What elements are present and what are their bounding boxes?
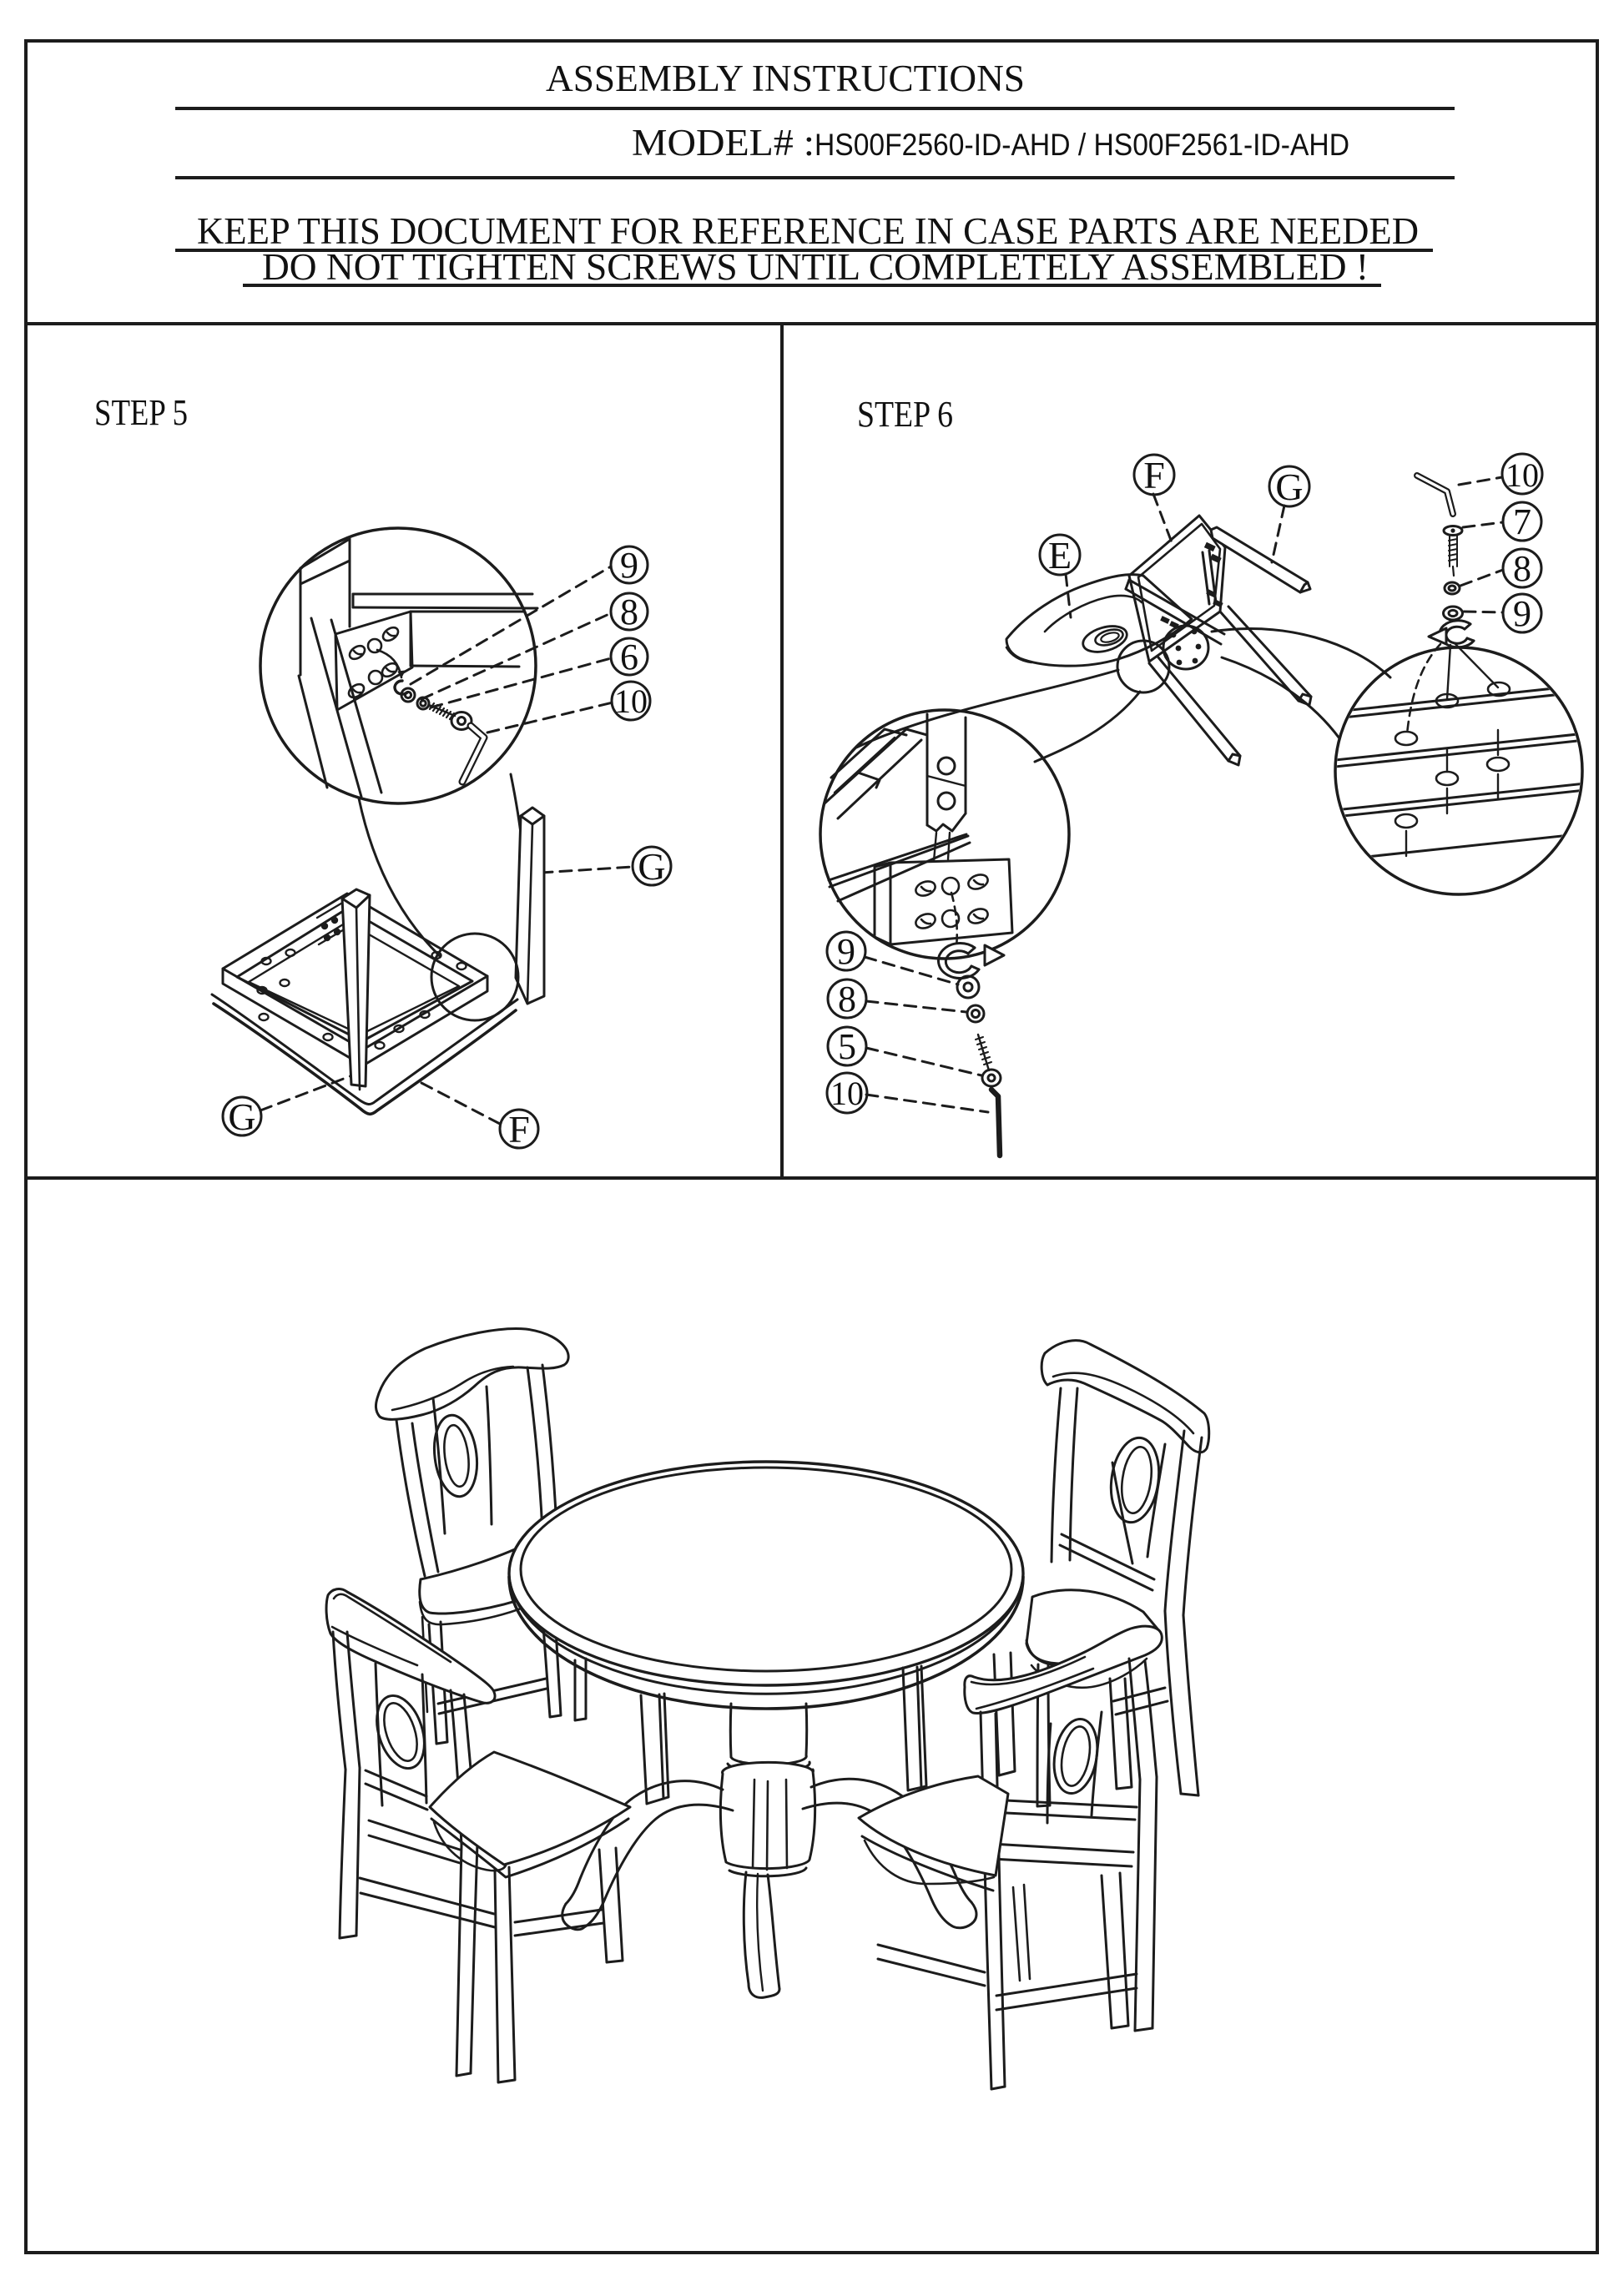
svg-text:STEP 5: STEP 5 bbox=[94, 392, 188, 433]
svg-text:DO NOT TIGHTEN SCREWS UNTIL CO: DO NOT TIGHTEN SCREWS UNTIL COMPLETELY A… bbox=[262, 246, 1369, 288]
svg-text:9: 9 bbox=[837, 931, 855, 972]
svg-text:8: 8 bbox=[620, 592, 638, 632]
svg-text:8: 8 bbox=[838, 979, 856, 1020]
svg-text:KEEP THIS DOCUMENT FOR REFEREN: KEEP THIS DOCUMENT FOR REFERENCE IN CASE… bbox=[197, 210, 1419, 252]
svg-text:E: E bbox=[1048, 534, 1072, 577]
svg-text:F: F bbox=[508, 1108, 530, 1151]
svg-text:G: G bbox=[1275, 466, 1303, 508]
svg-text:8: 8 bbox=[1513, 548, 1531, 589]
svg-text:10: 10 bbox=[614, 682, 648, 720]
svg-text:ASSEMBLY INSTRUCTIONS: ASSEMBLY INSTRUCTIONS bbox=[546, 58, 1025, 99]
svg-text:5: 5 bbox=[838, 1026, 856, 1067]
svg-text:STEP 6: STEP 6 bbox=[857, 394, 953, 435]
svg-text:6: 6 bbox=[620, 637, 638, 677]
svg-text:G: G bbox=[228, 1095, 255, 1138]
svg-text:MODEL# :: MODEL# : bbox=[632, 122, 815, 164]
svg-text:7: 7 bbox=[1513, 501, 1531, 542]
svg-text:F: F bbox=[1143, 454, 1165, 496]
svg-text:HS00F2560-ID-AHD / HS00F2561-I: HS00F2560-ID-AHD / HS00F2561-ID-AHD bbox=[815, 128, 1349, 162]
svg-text:10: 10 bbox=[830, 1075, 864, 1112]
svg-text:10: 10 bbox=[1505, 456, 1539, 494]
svg-text:9: 9 bbox=[1513, 593, 1531, 634]
svg-text:G: G bbox=[638, 845, 665, 888]
svg-text:9: 9 bbox=[620, 545, 638, 586]
